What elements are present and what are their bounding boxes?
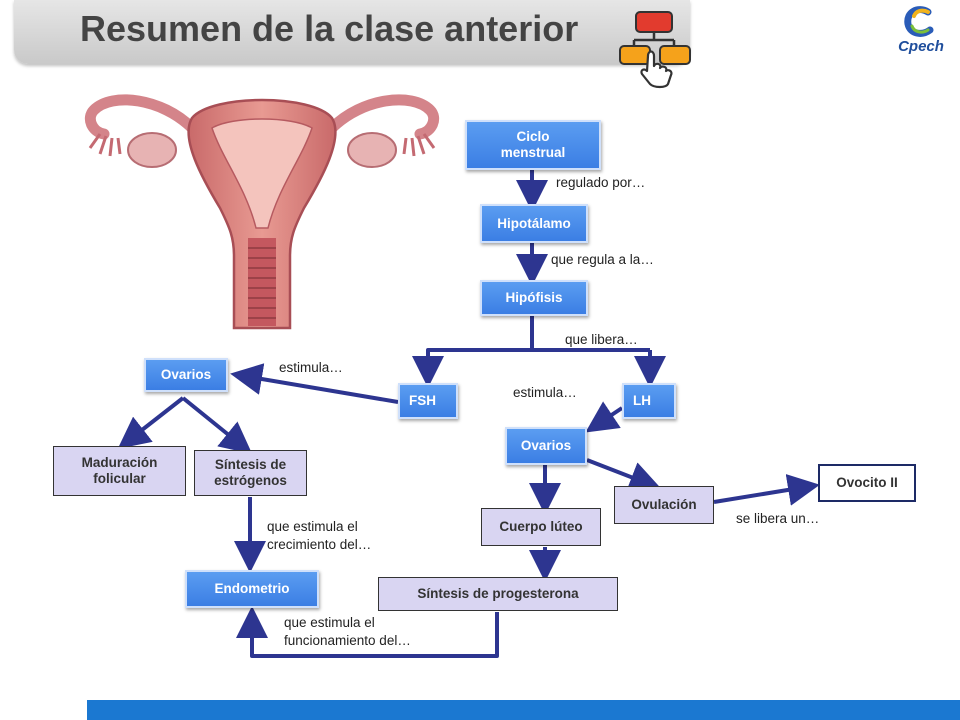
label-estimula-funcionamiento: que estimula el funcionamiento del… xyxy=(284,615,411,648)
arrow-fsh-ovarios xyxy=(230,363,399,404)
title-bar: Resumen de la clase anterior xyxy=(14,0,691,89)
footer-bar xyxy=(87,700,960,720)
label-se-libera: se libera un… xyxy=(736,511,820,526)
flowchart-click-icon xyxy=(619,11,691,89)
label-regulado-por: regulado por… xyxy=(556,175,646,190)
node-maduracion-folicular: Maduración folicular xyxy=(53,446,186,496)
node-hipotalamo: Hipotálamo xyxy=(480,204,588,243)
label-estimula-left: estimula… xyxy=(279,360,343,375)
node-ciclo-menstrual: Ciclo menstrual xyxy=(465,120,601,170)
arrow-split-fsh xyxy=(412,348,650,388)
node-sintesis-progesterona: Síntesis de progesterona xyxy=(378,577,618,611)
node-ovocito-ii: Ovocito II xyxy=(818,464,916,502)
arrow-ovarios-maduracion xyxy=(117,396,185,449)
arrow-lh-ovarios xyxy=(585,401,624,433)
page-title: Resumen de la clase anterior xyxy=(80,8,579,49)
label-estimula-crecimiento: que estimula el crecimiento del… xyxy=(267,519,372,552)
node-lh: LH xyxy=(622,383,676,419)
label-estimula-center: estimula… xyxy=(513,385,577,400)
node-fsh: FSH xyxy=(398,383,458,419)
cpech-logo: Cpech xyxy=(892,6,950,55)
node-cuerpo-luteo: Cuerpo lúteo xyxy=(481,508,601,546)
logo-text: Cpech xyxy=(898,38,944,55)
uterus-illustration xyxy=(84,94,440,330)
label-que-regula: que regula a la… xyxy=(551,252,654,267)
label-que-libera: que libera… xyxy=(565,332,638,347)
node-ovarios-center: Ovarios xyxy=(505,427,587,465)
arrow-ovarios-sintesis xyxy=(181,396,253,455)
arrow-ovarios-ovulacion xyxy=(586,458,662,493)
arrow-progesterona-endometrio xyxy=(236,606,499,658)
arrow-ovulacion-ovocito xyxy=(713,474,820,506)
node-ovulacion: Ovulación xyxy=(614,486,714,524)
node-hipofisis: Hipófisis xyxy=(480,280,588,316)
node-endometrio: Endometrio xyxy=(185,570,319,608)
logo-icon xyxy=(904,6,934,37)
node-ovarios-left: Ovarios xyxy=(144,358,228,392)
node-sintesis-estrogenos: Síntesis de estrógenos xyxy=(194,450,307,496)
